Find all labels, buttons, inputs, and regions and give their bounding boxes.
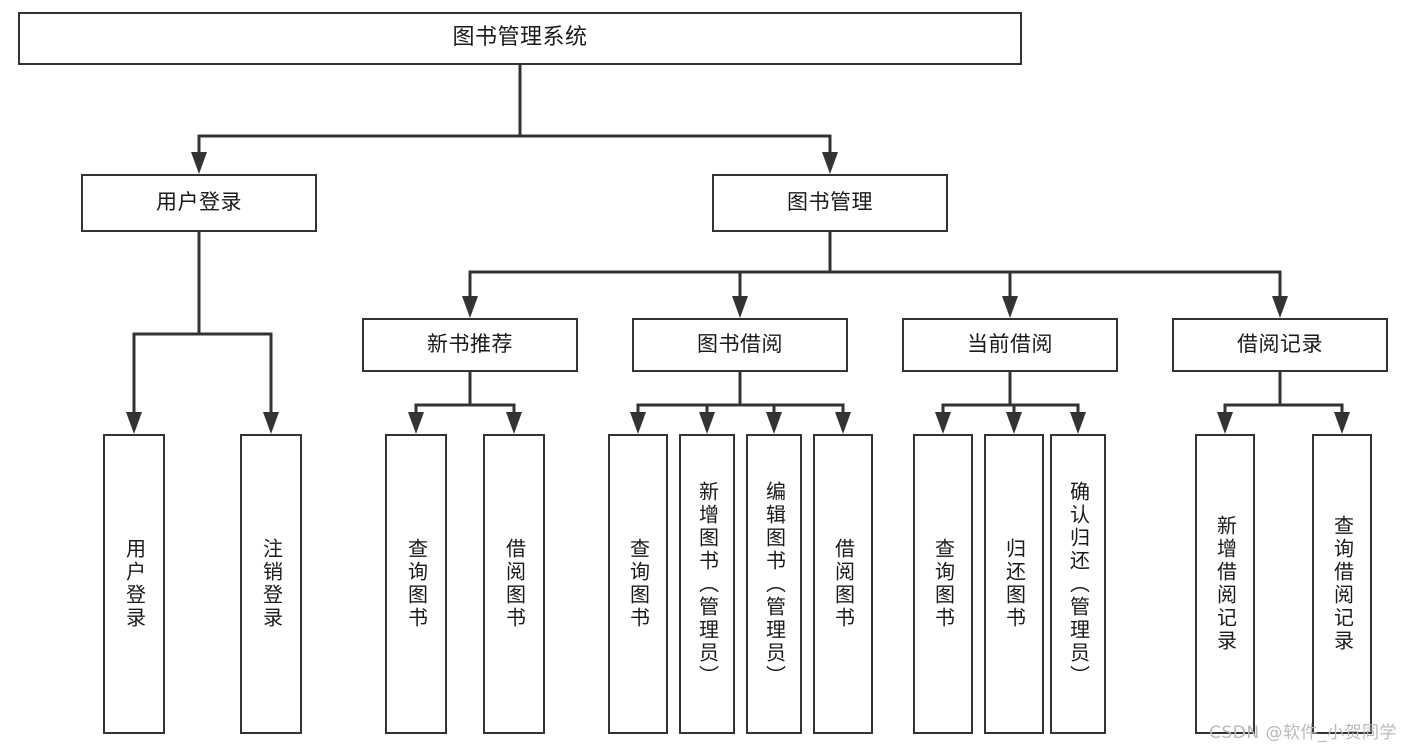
arrow-head (408, 412, 424, 434)
level2-node-3[interactable]: 借阅记录 (1172, 318, 1388, 372)
arrow-head (699, 412, 715, 434)
leaf-node-6[interactable]: 编辑图书（管理员） (746, 434, 802, 734)
arrow-head (126, 412, 142, 434)
node-label: 图书管理系统 (452, 25, 588, 51)
arrow-head (766, 412, 782, 434)
node-label: 借阅图书 (502, 538, 527, 630)
node-label: 查询借阅记录 (1330, 515, 1355, 653)
level2-node-1[interactable]: 图书借阅 (632, 318, 848, 372)
leaf-node-12[interactable]: 查询借阅记录 (1312, 434, 1372, 734)
arrow-head (835, 412, 851, 434)
arrow-head (935, 412, 951, 434)
node-label: 编辑图书（管理员） (762, 480, 787, 688)
arrow-head (263, 412, 279, 434)
leaf-node-1[interactable]: 注销登录 (240, 434, 302, 734)
arrow-head (1002, 296, 1018, 318)
node-label: 借阅图书 (831, 538, 856, 630)
node-label: 新增图书（管理员） (695, 480, 720, 688)
watermark-text: CSDN @软件_小贺同学 (1209, 723, 1397, 743)
arrow-head (732, 296, 748, 318)
arrow-head (506, 412, 522, 434)
node-label: 新增借阅记录 (1213, 515, 1238, 653)
level1-node-1[interactable]: 图书管理 (712, 174, 948, 232)
arrow-head (822, 152, 838, 174)
leaf-node-9[interactable]: 归还图书 (984, 434, 1044, 734)
node-label: 当前借阅 (967, 332, 1053, 357)
leaf-node-11[interactable]: 新增借阅记录 (1195, 434, 1255, 734)
leaf-node-3[interactable]: 借阅图书 (483, 434, 545, 734)
node-label: 查询图书 (931, 538, 956, 630)
node-label: 查询图书 (626, 538, 651, 630)
level2-node-2[interactable]: 当前借阅 (902, 318, 1118, 372)
node-label: 新书推荐 (427, 332, 513, 357)
leaf-node-10[interactable]: 确认归还（管理员） (1050, 434, 1106, 734)
node-label: 用户登录 (122, 538, 147, 630)
node-label: 确认归还（管理员） (1066, 480, 1091, 688)
node-label: 借阅记录 (1237, 332, 1323, 357)
node-label: 图书借阅 (697, 332, 783, 357)
arrow-head (462, 296, 478, 318)
arrow-head (1272, 296, 1288, 318)
root-node-book-management-system[interactable]: 图书管理系统 (18, 12, 1022, 65)
leaf-node-7[interactable]: 借阅图书 (813, 434, 873, 734)
node-label: 归还图书 (1002, 538, 1027, 630)
node-label: 注销登录 (259, 538, 284, 630)
level2-node-0[interactable]: 新书推荐 (362, 318, 578, 372)
leaf-node-2[interactable]: 查询图书 (385, 434, 447, 734)
leaf-node-4[interactable]: 查询图书 (608, 434, 668, 734)
level1-node-0[interactable]: 用户登录 (81, 174, 317, 232)
arrow-head (1070, 412, 1086, 434)
node-label: 用户登录 (156, 190, 242, 215)
arrow-head (191, 152, 207, 174)
arrow-head (1334, 412, 1350, 434)
node-label: 查询图书 (404, 538, 429, 630)
arrow-head (1217, 412, 1233, 434)
node-label: 图书管理 (787, 190, 873, 215)
leaf-node-0[interactable]: 用户登录 (103, 434, 165, 734)
leaf-node-5[interactable]: 新增图书（管理员） (679, 434, 735, 734)
leaf-node-8[interactable]: 查询图书 (913, 434, 973, 734)
arrow-head (630, 412, 646, 434)
arrow-head (1006, 412, 1022, 434)
